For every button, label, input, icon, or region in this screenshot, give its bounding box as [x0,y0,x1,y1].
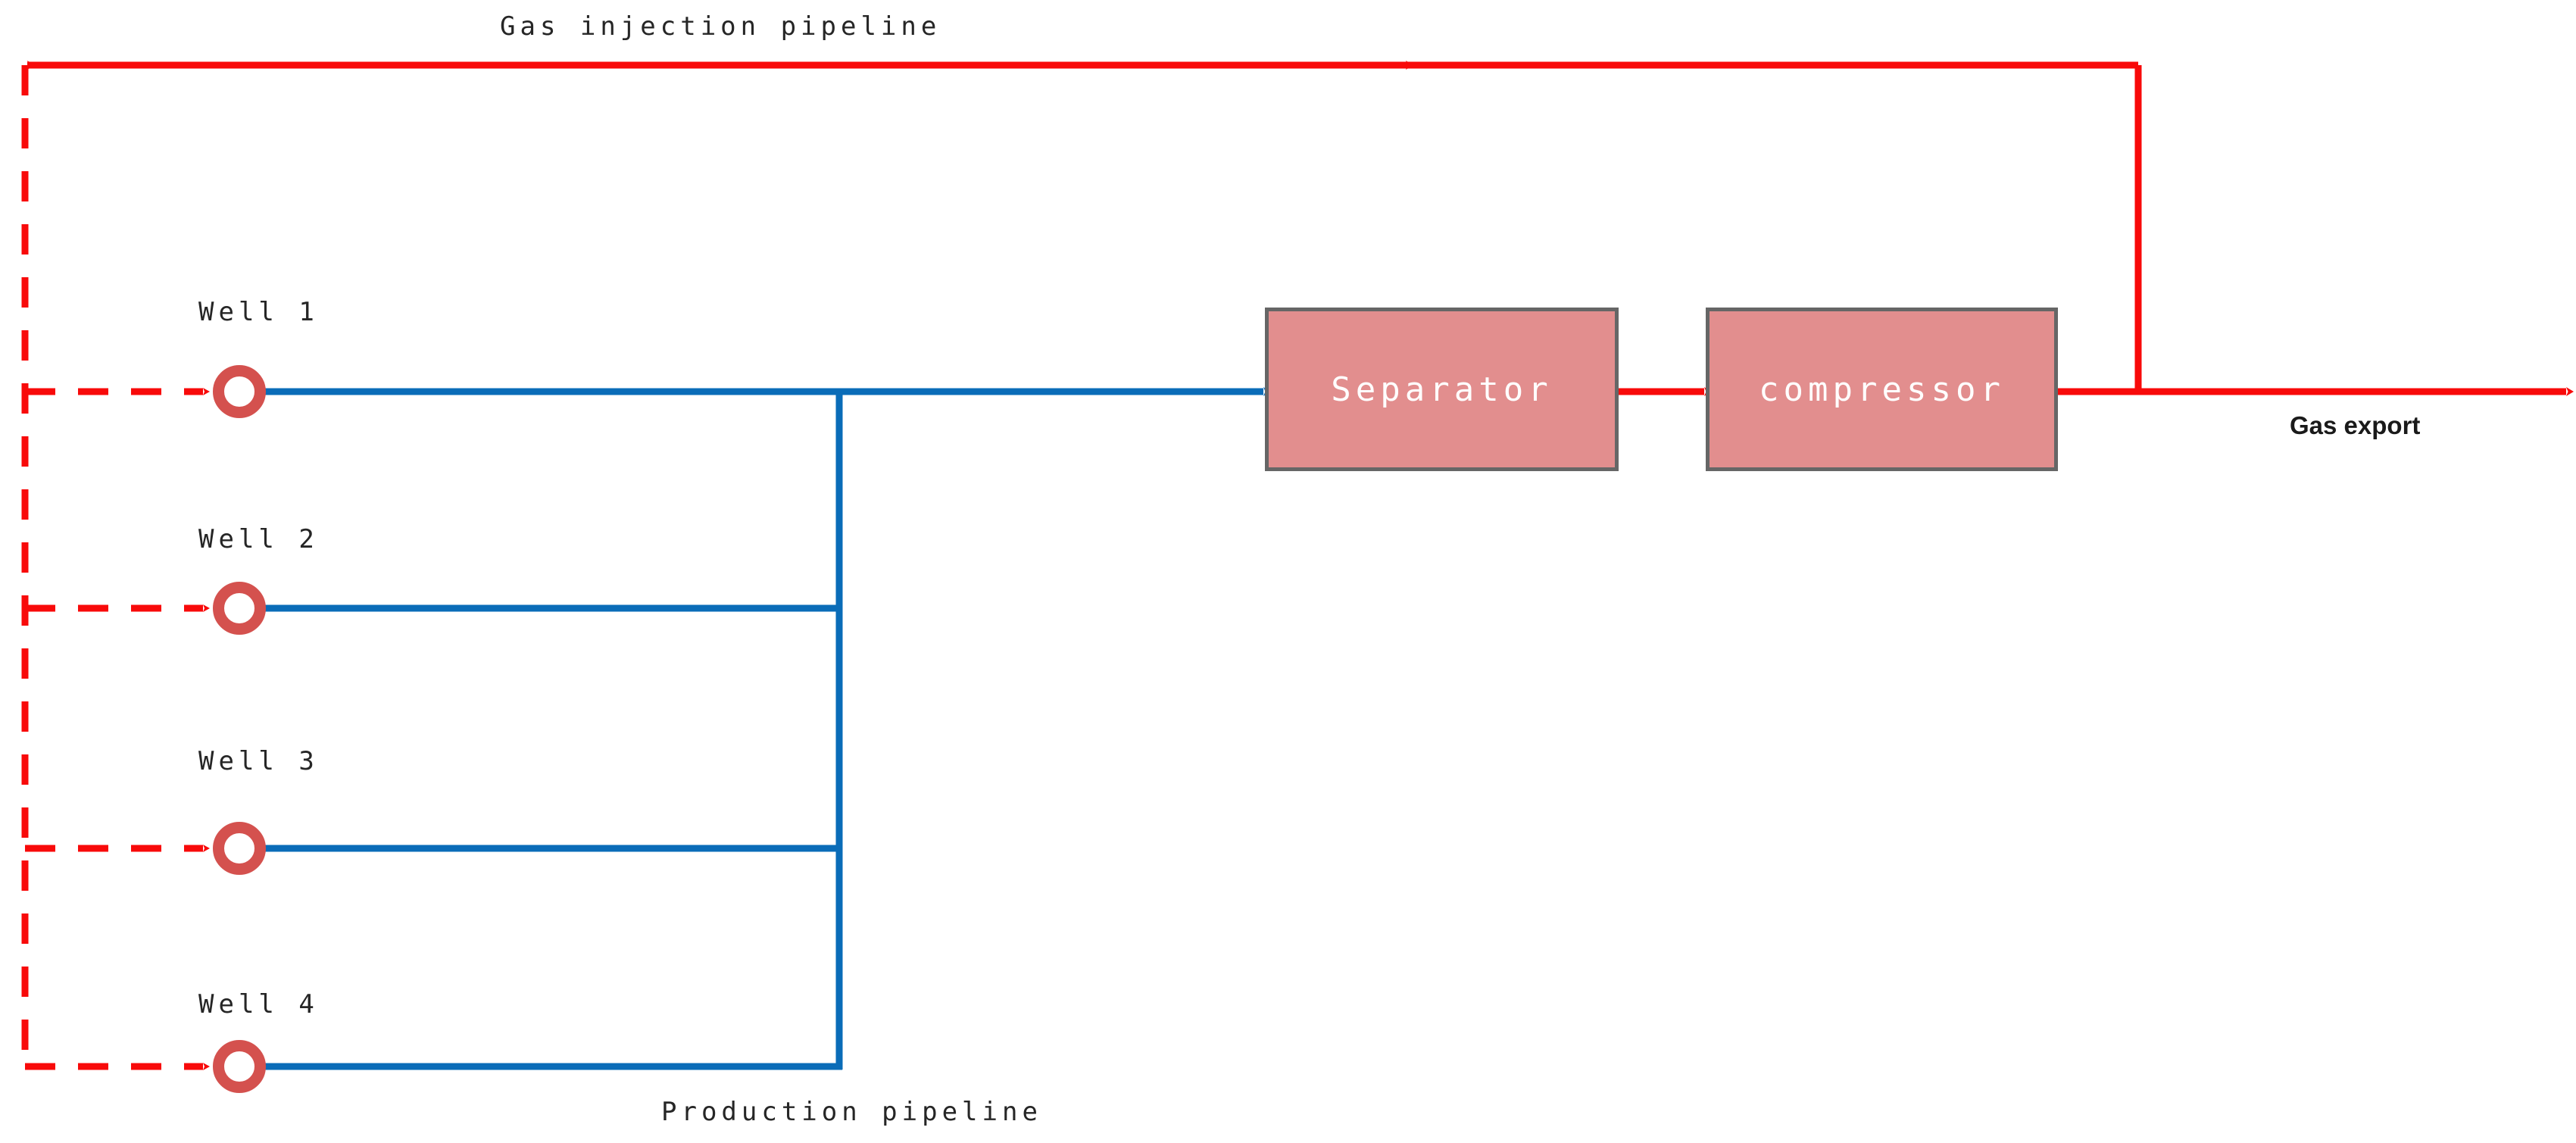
separator-node-label: Separator [1331,370,1553,409]
compressor-node-label: compressor [1759,370,2005,409]
well-label-4: Well 4 [198,989,319,1020]
well-ring-icon-2[interactable] [213,582,266,635]
well-ring-icon-3[interactable] [213,822,266,875]
well-label-3: Well 3 [198,746,319,776]
well-ring-icon-1[interactable] [213,365,266,418]
gas-injection-pipeline [27,61,2142,395]
gas-export-label: Gas export [2290,411,2421,439]
separator-node[interactable]: Separator [1265,308,1619,471]
production-pipeline-label: Production pipeline [661,1097,1042,1127]
well-label-2: Well 2 [198,524,319,554]
gas-injection-branch [21,65,210,1070]
production-pipeline [265,387,1271,1070]
gas-injection-pipeline-label: Gas injection pipeline [500,11,941,42]
compressor-node[interactable]: compressor [1706,308,2058,471]
well-ring-icon-4[interactable] [213,1040,266,1093]
well-label-1: Well 1 [198,297,319,327]
